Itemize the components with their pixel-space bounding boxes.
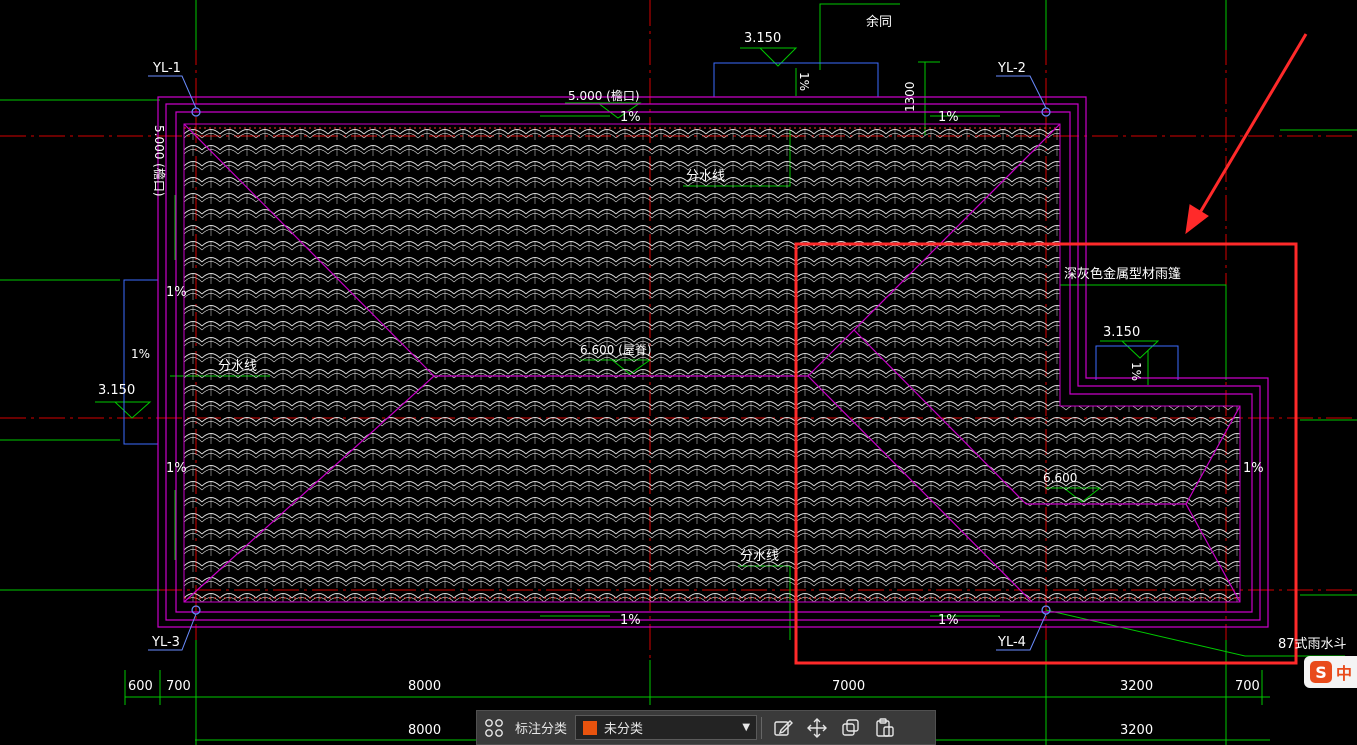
apps-button[interactable] [477,711,511,744]
slope-bottom-left: 1% [620,613,641,628]
dim-700-left: 700 [166,679,191,694]
note-divide-line-2: 分水线 [218,359,257,374]
dim-1300: 1300 [903,81,917,112]
chevron-down-icon: ▼ [742,722,751,733]
drawing-labels: YL-1 YL-2 YL-3 YL-4 600 700 8000 7000 32… [98,14,1347,738]
paste-icon [876,717,894,737]
slope-bottom-right: 1% [938,613,959,628]
copy-button[interactable] [834,711,868,744]
elev-right-canopy: 3.150 [1103,325,1140,340]
slope-left-canopy: 1% [131,347,150,361]
slope-top-left: 1% [620,110,641,125]
dim-3200-row2: 3200 [1120,723,1153,738]
canopy-outlines [123,62,1179,445]
hip-ridge-lines [183,123,1241,603]
note-canopy: 深灰色金属型材雨篷 [1064,266,1181,282]
eave-lines [184,127,1240,599]
elev-ridge-2: 6.600 [1043,471,1077,485]
elev-left-canopy: 3.150 [98,383,135,398]
category-value: 未分类 [604,722,644,737]
category-select[interactable]: 未分类 ▼ [575,715,758,740]
highlight-arrow [1185,33,1308,235]
annotation-toolbar: 标注分类 未分类 ▼ [476,710,936,745]
slope-top-right: 1% [938,110,959,125]
slope-canopy-top: 1% [797,72,811,91]
grid-label-yl3: YL-3 [151,635,180,650]
note-downspout: 87式雨水斗 [1278,637,1347,652]
dim-600: 600 [128,679,153,694]
slope-right: 1% [1243,461,1264,476]
category-color-swatch [582,719,599,736]
note-divide-line-3: 分水线 [740,549,779,564]
slope-left-upper: 1% [166,285,187,300]
grid-label-yl4: YL-4 [997,635,1026,650]
copy-icon [842,718,859,736]
elev-eaves-top: 5.000 (檐口) [568,89,640,103]
roof-outline [157,96,1269,628]
note-yutong: 余同 [866,14,892,30]
apps-grid-icon [485,718,503,737]
slope-canopy-right: 1% [1129,362,1143,381]
roof-tile-field [183,123,1241,603]
grid-label-yl2: YL-2 [997,61,1026,76]
move-icon [807,717,828,738]
note-divide-line-1: 分水线 [686,169,725,184]
category-label: 标注分类 [515,722,568,737]
dim-700-right: 700 [1235,679,1260,694]
dim-3200-row1: 3200 [1120,679,1153,694]
slope-left-lower: 1% [166,461,187,476]
move-button[interactable] [800,711,834,744]
ime-indicator[interactable]: S 中 [1304,656,1357,688]
paste-button[interactable] [868,711,902,744]
highlight-box [794,242,1298,665]
elev-ridge: 6.600 (屋脊) [580,343,652,357]
grid-label-yl1: YL-1 [152,61,181,76]
column-leaders [148,75,1047,651]
sogou-logo-icon: S [1310,661,1332,683]
ime-mode-label: 中 [1336,664,1353,683]
elev-eaves-left: 5.000 (檐口) [152,125,166,197]
dim-8000-row2: 8000 [408,723,441,738]
toolbar-divider [761,716,763,739]
edit-icon [774,719,794,736]
elev-top-canopy: 3.150 [744,31,781,46]
edit-button[interactable] [766,711,800,744]
dim-7000: 7000 [832,679,865,694]
dim-8000-row1: 8000 [408,679,441,694]
